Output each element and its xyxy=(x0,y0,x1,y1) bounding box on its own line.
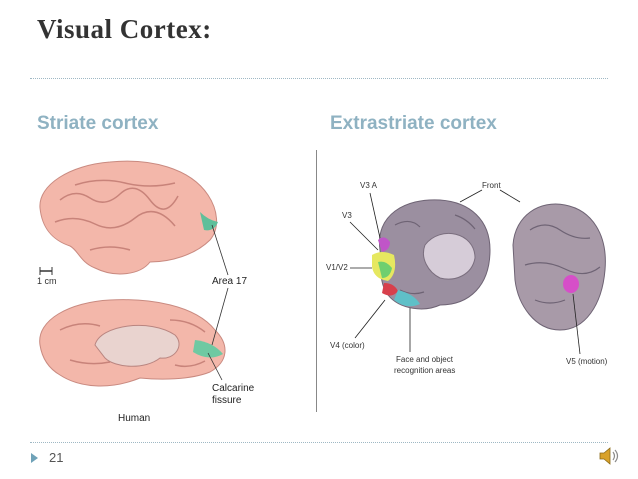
column-separator xyxy=(316,150,317,412)
medial-brain-image xyxy=(39,299,226,387)
calcarine-label-1: Calcarine xyxy=(212,383,255,394)
speaker-icon[interactable] xyxy=(598,446,620,466)
scale-label: 1 cm xyxy=(37,276,57,286)
calcarine-label-2: fissure xyxy=(212,395,242,406)
v1v2-label: V1/V2 xyxy=(326,263,348,272)
extrastriate-brain-image xyxy=(372,199,606,331)
slide-title: Visual Cortex: xyxy=(37,14,212,44)
bottom-divider xyxy=(30,442,608,443)
extrastriate-heading: Extrastriate cortex xyxy=(330,113,497,134)
striate-heading: Striate cortex xyxy=(37,113,159,134)
v5-label: V5 (motion) xyxy=(566,357,608,366)
face-label-2: recognition areas xyxy=(394,366,455,375)
face-label-1: Face and object xyxy=(396,355,454,364)
front-label: Front xyxy=(482,181,501,190)
top-divider xyxy=(30,78,608,79)
v3a-label: V3 A xyxy=(360,181,378,190)
area-17-label: Area 17 xyxy=(212,276,247,287)
human-caption: Human xyxy=(118,413,150,424)
v4-label: V4 (color) xyxy=(330,341,365,350)
lateral-brain-image xyxy=(39,160,218,275)
triangle-bullet-icon xyxy=(31,453,38,463)
v3-label: V3 xyxy=(342,211,352,220)
slide-number: 21 xyxy=(49,450,64,465)
